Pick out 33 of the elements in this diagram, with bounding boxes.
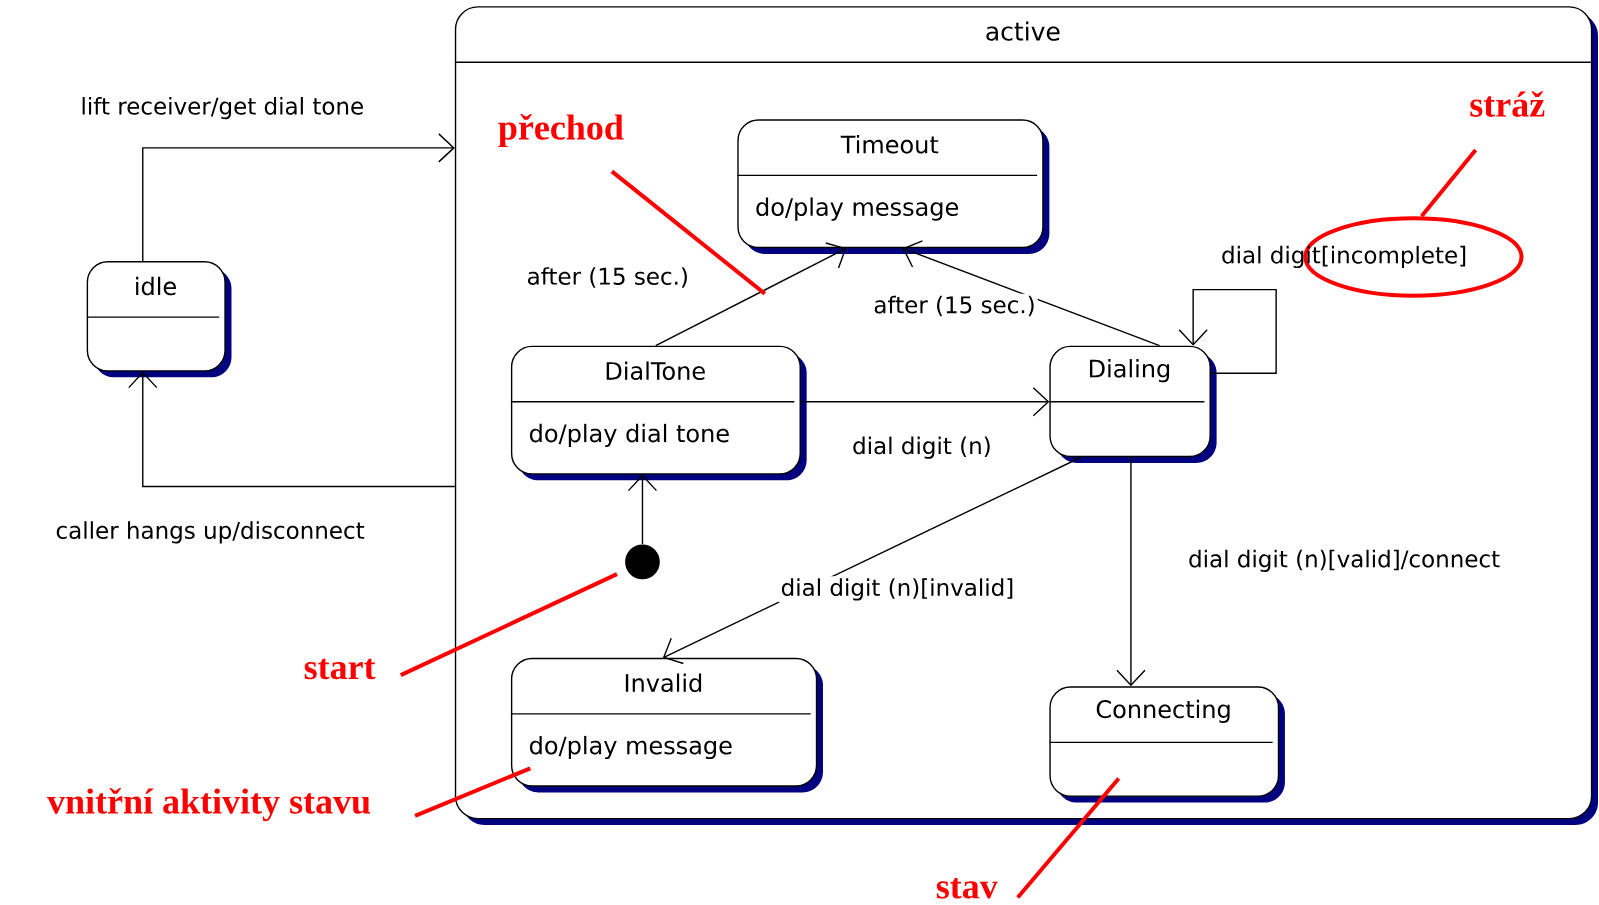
leader-line (1420, 148, 1478, 218)
transition-arrow (1116, 456, 1146, 687)
state-box: Connecting (1048, 686, 1285, 803)
transition-arrow (655, 242, 847, 347)
edge-label: after (15 sec.) (871, 293, 1038, 319)
state-box: DialTone do/play dial tone (510, 345, 807, 481)
annotation-text: vnitřní aktivity stavu (47, 788, 371, 822)
state-box: Timeout do/play message (736, 119, 1050, 255)
state-box: Dialing (1048, 345, 1217, 464)
transition-arrow (902, 240, 1161, 347)
annotation-text: stráž (1470, 91, 1545, 118)
edge-label: after (15 sec.) (524, 265, 691, 290)
leader-line (399, 572, 618, 678)
leader-line (610, 170, 767, 296)
state-box: idle (86, 261, 232, 378)
transition-arrow (128, 371, 456, 488)
leader-line (1016, 777, 1121, 899)
edge-label: dial digit (n) (850, 434, 994, 462)
transition-arrow (800, 387, 1050, 417)
annotation-text: stav (936, 878, 998, 899)
edge-label: caller hangs up/disconnect (53, 519, 367, 546)
leader-line (414, 766, 532, 818)
annotation-text: přechod (498, 114, 624, 148)
annotation-text: start (304, 658, 376, 680)
edge-label: lift receiver/get dial tone (78, 95, 367, 122)
transition-arrow (662, 456, 1082, 665)
transition-arrow (627, 474, 658, 546)
transition-arrow (1178, 289, 1277, 375)
state-box: Invalid do/play message (510, 658, 823, 793)
edge-label: dial digit (n)[valid]/connect (1186, 548, 1503, 575)
edge-label: dial digit (n)[invalid] (778, 576, 1017, 603)
transition-arrow (142, 133, 455, 262)
initial-state-dot (625, 544, 660, 580)
